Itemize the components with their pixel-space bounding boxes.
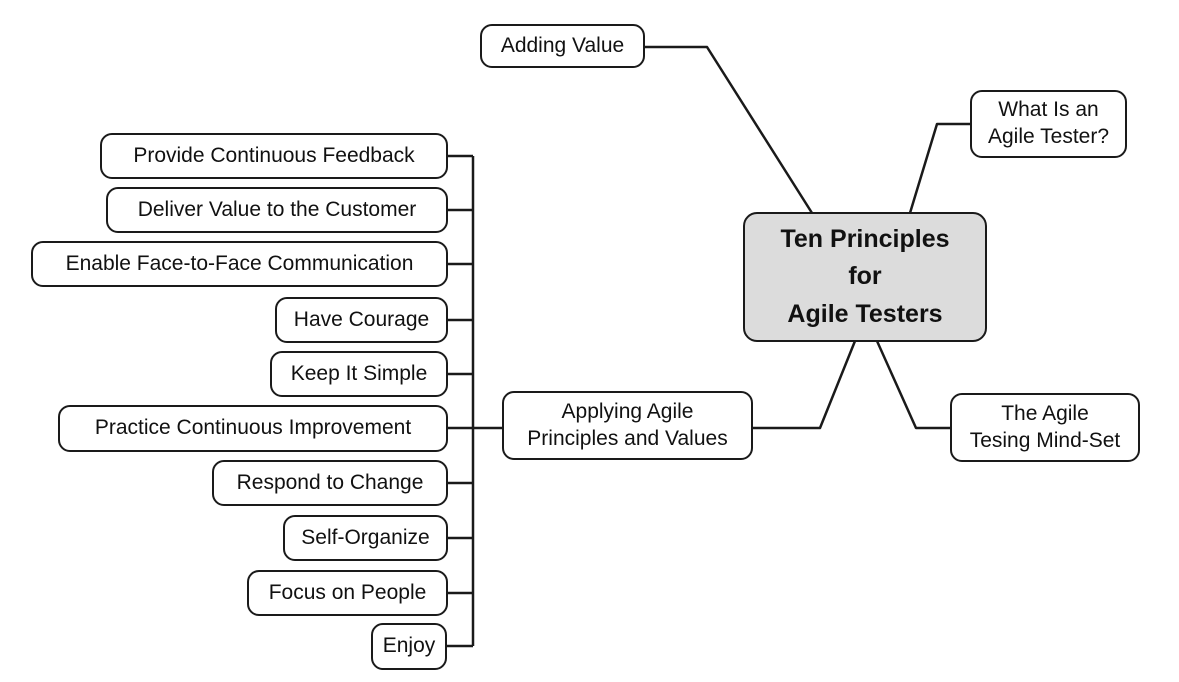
connector-center-mindset — [875, 340, 952, 430]
node-principle-provide-continuous-feedback: Provide Continuous Feedback — [100, 133, 448, 179]
node-principle-focus-on-people: Focus on People — [247, 570, 448, 616]
connector-whatis-center — [908, 122, 971, 214]
node-principle-have-courage: Have Courage — [275, 297, 448, 343]
node-principle-enjoy: Enjoy — [371, 623, 447, 670]
node-principle-respond-to-change: Respond to Change — [212, 460, 448, 506]
node-agile-testing-mindset: The Agile Tesing Mind-Set — [950, 393, 1140, 462]
node-principle-practice-continuous-improvement: Practice Continuous Improvement — [58, 405, 448, 452]
node-center-ten-principles: Ten Principles for Agile Testers — [743, 212, 987, 342]
node-principle-keep-it-simple: Keep It Simple — [270, 351, 448, 397]
node-adding-value: Adding Value — [480, 24, 645, 68]
node-what-is-an-agile-tester: What Is an Agile Tester? — [970, 90, 1127, 158]
node-principle-deliver-value-to-the-customer: Deliver Value to the Customer — [106, 187, 448, 233]
connector-applying-center — [751, 340, 857, 430]
node-applying-agile-principles: Applying Agile Principles and Values — [502, 391, 753, 460]
connector-adding-value-center — [644, 45, 814, 214]
node-principle-enable-face-to-face-communication: Enable Face-to-Face Communication — [31, 241, 448, 287]
node-principle-self-organize: Self-Organize — [283, 515, 448, 561]
